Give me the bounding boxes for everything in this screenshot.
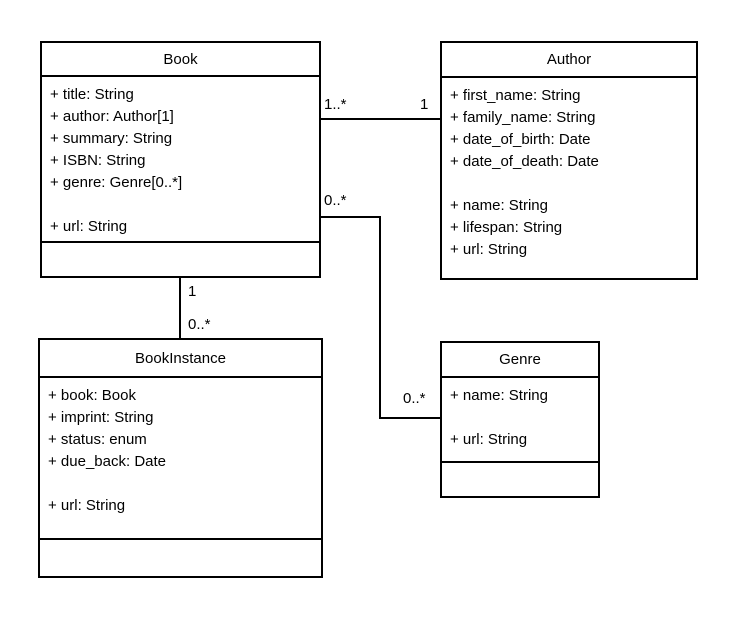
attribute-line: + due_back: Date <box>48 453 167 470</box>
attribute-line: + lifespan: String <box>450 219 563 236</box>
association-line-book-genre-segment-1 <box>321 216 381 218</box>
attribute-line: + first_name: String <box>450 87 581 104</box>
class-box-author: Author + first_name: String + family_name… <box>440 41 698 280</box>
multiplicity-label-book-author-near-author: 1 <box>420 96 429 113</box>
association-line-book-genre-segment-3 <box>379 417 440 419</box>
attribute-line: + date_of_birth: Date <box>450 131 591 148</box>
class-name-bookinstance: BookInstance <box>40 340 321 378</box>
class-name-author: Author <box>442 43 696 78</box>
attribute-line: + summary: String <box>50 130 173 147</box>
class-box-genre: Genre + name: String + url: String <box>440 341 600 498</box>
attribute-line: + author: Author[1] <box>50 108 174 125</box>
attribute-spacer <box>50 194 311 216</box>
attribute-line: + url: String <box>450 241 528 258</box>
attribute-line: + url: String <box>450 431 528 448</box>
attribute-line: + ISBN: String <box>50 152 146 169</box>
methods-compartment-genre <box>442 461 598 496</box>
class-name-book: Book <box>42 43 319 77</box>
multiplicity-label-book-bookinstance-near-book: 1 <box>188 283 197 300</box>
attributes-compartment-book: + title: String + author: Author[1] + summ… <box>42 77 319 241</box>
class-name-genre: Genre <box>442 343 598 378</box>
class-box-bookinstance: BookInstance + book: Book + imprint: Stri… <box>38 338 323 578</box>
class-box-book: Book + title: String+ author: Author[1]+… <box>40 41 321 278</box>
attribute-line: + date_of_death: Date <box>450 153 599 170</box>
attribute-line: + genre: Genre[0..*] <box>50 174 183 191</box>
multiplicity-label-book-genre-near-genre: 0..* <box>403 390 426 407</box>
multiplicity-label-book-author-near-book: 1..* <box>324 96 347 113</box>
attribute-line: + url: String <box>48 497 126 514</box>
attribute-line: + title: String <box>50 86 134 103</box>
multiplicity-label-book-bookinstance-near-bookinstance: 0..* <box>188 316 211 333</box>
attributes-compartment-bookinstance: + book: Book + imprint: String + status: e… <box>40 378 321 538</box>
association-line-book-author <box>321 118 440 120</box>
attributes-compartment-genre: + name: String + url: String <box>442 378 598 461</box>
association-line-book-bookinstance <box>179 278 181 338</box>
attribute-spacer <box>450 407 590 429</box>
attribute-line: + url: String <box>50 218 128 235</box>
attribute-line: + name: String <box>450 197 548 214</box>
attribute-line: + book: Book <box>48 387 136 404</box>
attribute-line: + name: String <box>450 387 548 404</box>
attribute-line: + status: enum <box>48 431 147 448</box>
association-line-book-genre-segment-2 <box>379 216 381 419</box>
attribute-line: + family_name: String <box>450 109 596 126</box>
attribute-spacer <box>48 473 313 495</box>
attributes-compartment-author: + first_name: String + family_name: Strin… <box>442 78 696 278</box>
attribute-spacer <box>450 173 688 195</box>
multiplicity-label-book-genre-near-book: 0..* <box>324 192 347 209</box>
methods-compartment-bookinstance <box>40 538 321 576</box>
methods-compartment-book <box>42 241 319 276</box>
attribute-line: + imprint: String <box>48 409 154 426</box>
